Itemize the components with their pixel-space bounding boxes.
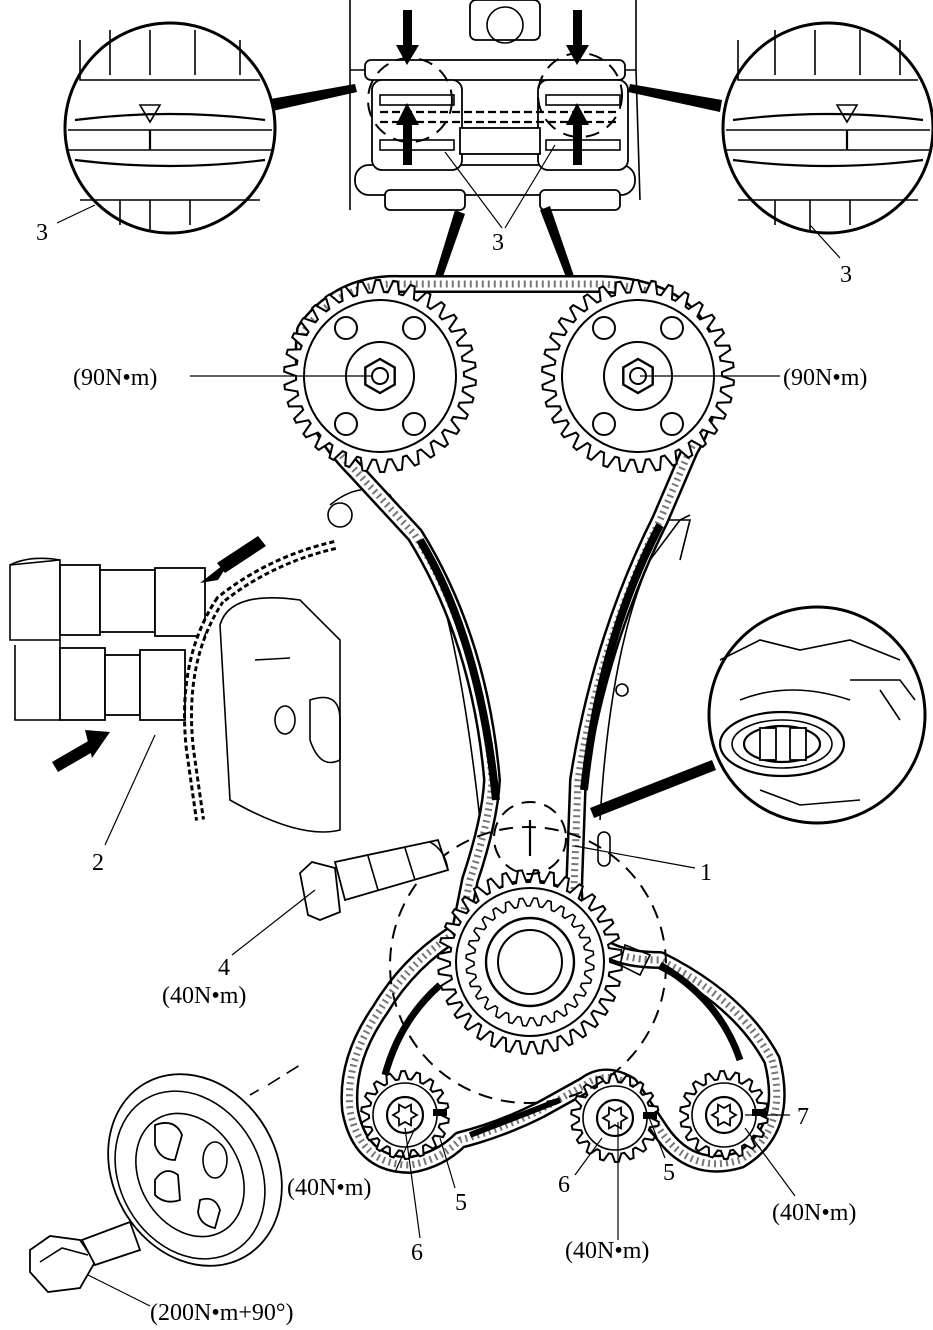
sprocket-left-torque-label: (40N•m) [287,1175,371,1201]
arrow-icon [200,558,232,583]
crank-bolt [29,1220,142,1293]
cam-torque-left-label: (90N•m) [73,365,157,391]
marker-6-right: 6 [558,1172,570,1198]
marker-7: 7 [797,1104,809,1130]
tensioner-highlight-circle [493,801,567,875]
marker-4: 4 [218,955,230,981]
marker-5-left: 5 [455,1190,467,1216]
marker-2: 2 [92,850,104,876]
arrow-icon [85,730,110,758]
cylinder-head-top [349,0,641,285]
arrow-up-icon [566,103,589,125]
cam-torque-right-label: (90N•m) [783,365,867,391]
labels: (90N•m) (90N•m) 3 3 3 1 2 4 (40N•m) 5 5 … [36,220,867,1326]
detail-circle-tensioner [590,605,927,825]
camshaft-detail [9,536,341,833]
detail-circle-right [628,21,933,235]
balance-sprocket-left [360,1069,450,1161]
marker-3-right: 3 [840,262,852,288]
sprocket-right-torque-label: (40N•m) [772,1200,856,1226]
crankshaft-sprocket [437,869,623,1055]
arrow-down-icon [566,45,589,65]
lower-guides [381,943,744,1138]
marker-6-left: 6 [411,1240,423,1266]
camshaft-sprocket-right [541,278,735,474]
tensioner-bolt [299,838,450,921]
balance-sprocket-center [570,1072,660,1164]
marker-5-right: 5 [663,1160,675,1186]
crank-bolt-torque-label: (200N•m+90°) [150,1300,294,1326]
triangle-mark-icon [138,104,162,124]
marker-3-left: 3 [36,220,48,246]
detail-circle-left [63,21,357,235]
triangle-mark-icon [835,104,859,124]
sprocket-center-torque-label: (40N•m) [565,1238,649,1264]
marker-1: 1 [700,860,712,886]
crank-pulley [107,1064,301,1267]
marker-3-center: 3 [492,230,504,256]
bolt-4-torque-label: (40N•m) [162,983,246,1009]
arrow-down-icon [396,45,419,65]
balance-sprocket-right [679,1069,769,1161]
leader-lines [56,144,841,1307]
arrow-up-icon [396,103,419,125]
